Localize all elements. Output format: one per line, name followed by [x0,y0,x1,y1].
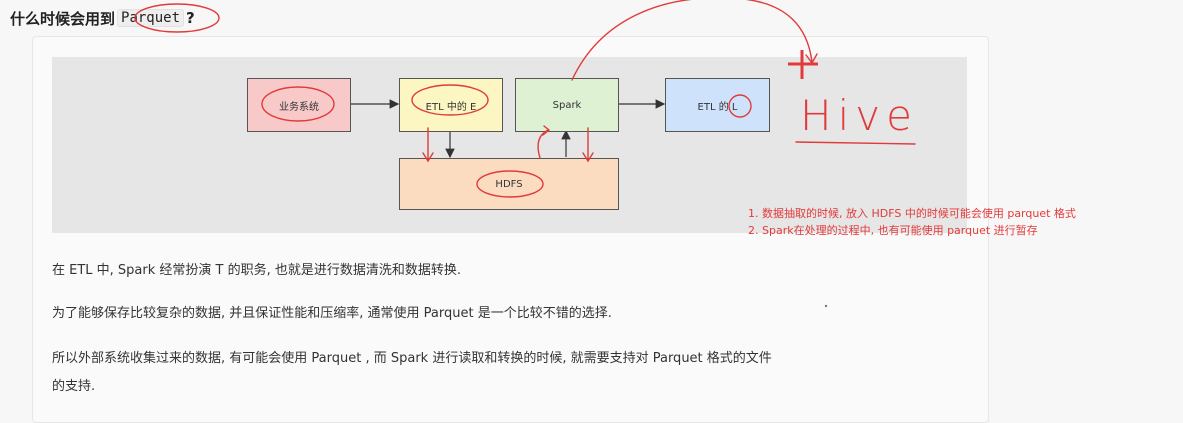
red-arrow-up-spark [537,129,549,159]
box-hdfs: HDFS [399,158,619,210]
circle-letter-l [728,94,752,118]
box-etl-l: ETL 的 L [665,78,770,132]
paragraph-parquet-choice: 为了能够保存比较复杂的数据, 并且保证性能和压缩率, 通常使用 Parquet … [52,306,612,321]
circle-hdfs [476,170,544,198]
circle-parquet-heading [134,3,220,33]
red-cross-marker [788,50,818,79]
annotation-note-2: 2. Spark在处理的过程中, 也有可能使用 parquet 进行暂存 [748,224,1038,237]
paragraph-external-systems: 所以外部系统收集过来的数据, 有可能会使用 Parquet , 而 Spark … [52,351,772,366]
annotation-note-1: 1. 数据抽取的时候, 放入 HDFS 中的时候可能会使用 parquet 格式 [748,207,1076,220]
curve-spark-to-hive [571,0,813,81]
circle-etl-e [411,84,489,116]
heading-prefix: 什么时候会用到 [10,9,116,28]
stray-dot [824,304,828,308]
circle-business-system [261,86,335,122]
hive-underline [795,141,916,145]
paragraph-external-systems-cont: 的支持. [52,379,96,394]
box-spark: Spark [515,78,619,132]
paragraph-etl-role: 在 ETL 中, Spark 经常扮演 T 的职务, 也就是进行数据清洗和数据转… [52,263,462,278]
heading-suffix: ? [186,9,195,27]
hive-handwritten: Hive [800,91,918,140]
